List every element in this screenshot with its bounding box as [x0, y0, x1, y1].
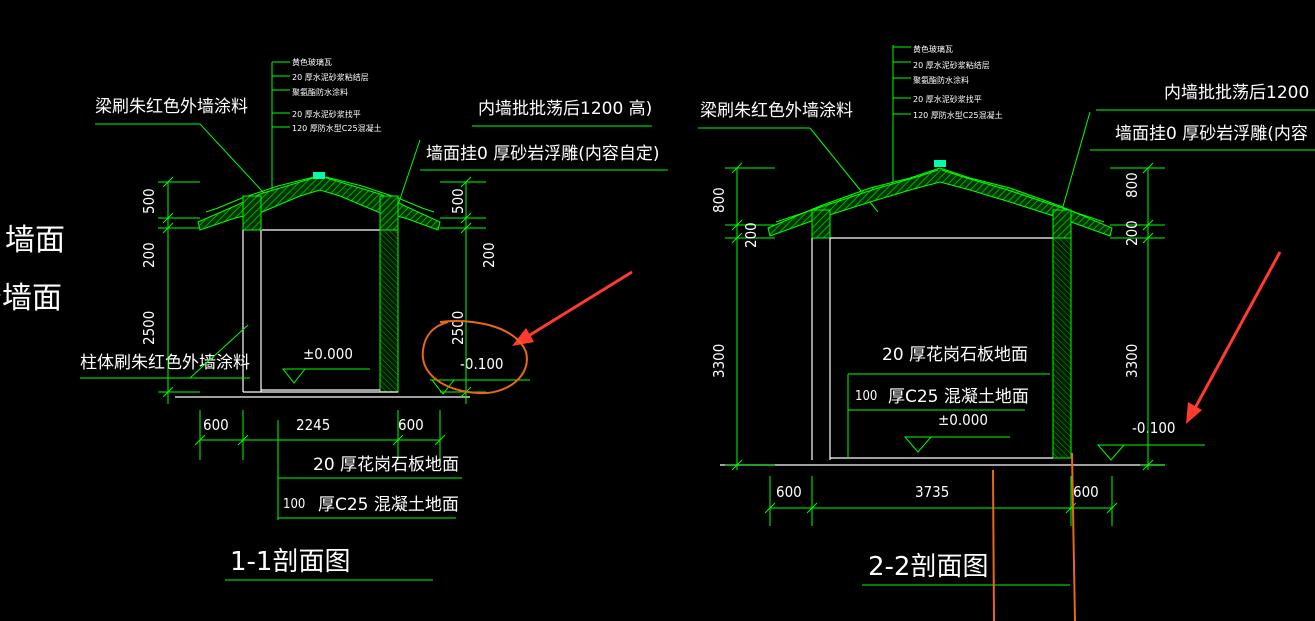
roof-layer-1-2: 聚氨酯防水涂料: [292, 87, 348, 97]
walls-2: [720, 237, 1165, 466]
dim-left-2-c: 3300: [710, 344, 728, 378]
dim-left-1-c: 2500: [140, 311, 158, 345]
red-arrow-1: [512, 270, 633, 346]
dim-right-2-c: 3300: [1123, 344, 1141, 378]
roof-layer-2-0: 黄色玻璃瓦: [913, 44, 953, 54]
roof-layer-list-1: 黄色玻璃瓦 20 厚水泥砂浆粘结层 聚氨酯防水涂料 20 厚水泥砂浆找平 120…: [272, 57, 382, 133]
roof-layer-2-3: 20 厚水泥砂浆找平: [913, 94, 982, 104]
roof-layer-2-2: 聚氨酯防水涂料: [913, 75, 969, 85]
dim-right-1-b: 200: [480, 242, 498, 268]
dims-right-2: 800 200 3300: [1110, 162, 1165, 471]
floor-finish-2a: 20 厚花岗石板地面: [882, 345, 1028, 365]
beam-label-1: 梁刷朱红色外墙涂料: [95, 97, 248, 117]
section-1-1: 黄色玻璃瓦 20 厚水泥砂浆粘结层 聚氨酯防水涂料 20 厚水泥砂浆找平 120…: [80, 57, 668, 581]
fragment-text-2: 景墙面: [0, 281, 62, 316]
roof-layer-2-1: 20 厚水泥砂浆粘结层: [913, 60, 990, 70]
wall-face-label-2: 墙面挂0 厚砂岩浮雕(内容: [1115, 124, 1308, 144]
roof-layer-1-3: 20 厚水泥砂浆找平: [292, 109, 361, 119]
floor-finish-2b-prefix: 100: [855, 389, 877, 404]
orange-line-1: [992, 469, 995, 621]
dim-bottom-1-b: 2245: [296, 416, 330, 434]
dims-bottom-1: 600 2245 600: [194, 410, 446, 460]
roof-1: [197, 172, 441, 231]
floor-level-1: ±0.000: [303, 345, 353, 363]
floor-finish-1b-prefix: 100: [283, 497, 305, 512]
dim-left-2-a: 800: [710, 187, 728, 213]
section-2-2: 黄色玻璃瓦 20 厚水泥砂浆粘结层 聚氨酯防水涂料 20 厚水泥砂浆找平 120…: [698, 44, 1315, 586]
dim-bottom-2-c: 600: [1073, 483, 1099, 501]
dim-right-2-a: 800: [1123, 172, 1141, 198]
dim-bottom-2-a: 600: [776, 483, 802, 501]
floor-finish-1b: 厚C25 混凝土地面: [318, 495, 459, 515]
dim-left-1-a: 500: [140, 188, 158, 214]
roof-2: [767, 160, 1113, 239]
markup-annotations: [421, 251, 1282, 621]
red-arrow-2: [1186, 251, 1282, 424]
dims-left-1: 500 200 2500: [140, 176, 200, 404]
floor-finish-2b: 厚C25 混凝土地面: [888, 387, 1029, 407]
roof-layer-list-2: 黄色玻璃瓦 20 厚水泥砂浆粘结层 聚氨酯防水涂料 20 厚水泥砂浆找平 120…: [893, 44, 1003, 120]
wall-face-label-1: 墙面挂0 厚砂岩浮雕(内容自定): [426, 144, 659, 164]
inner-wall-label-2: 内墙批批荡后1200 高: [1164, 83, 1315, 103]
dim-right-1-c: 2500: [449, 311, 467, 345]
dims-bottom-2: 600 3735 600: [764, 476, 1118, 526]
dims-right-1: 500 200 2500: [440, 176, 498, 404]
roof-layer-1-0: 黄色玻璃瓦: [292, 57, 332, 67]
dim-bottom-1-a: 600: [203, 416, 229, 434]
fragment-text-1: 墙面: [5, 223, 65, 258]
dim-bottom-2-b: 3735: [915, 483, 949, 501]
outside-level-2: -0.100: [1132, 419, 1176, 437]
dims-left-2: 800 200 3300: [710, 162, 775, 471]
roof-layer-1-4: 120 厚防水型C25混凝土: [292, 123, 382, 133]
dim-right-1-a: 500: [449, 188, 467, 214]
floor-finish-1a: 20 厚花岗石板地面: [313, 455, 459, 475]
dim-left-1-b: 200: [140, 242, 158, 268]
section-title-2: 2-2剖面图: [868, 552, 988, 582]
beam-label-2: 梁刷朱红色外墙涂料: [700, 101, 853, 121]
section-title-1: 1-1剖面图: [230, 547, 350, 577]
floor-level-2: ±0.000: [938, 411, 988, 429]
roof-layer-2-4: 120 厚防水型C25混凝土: [913, 110, 1003, 120]
roof-layer-1-1: 20 厚水泥砂浆粘结层: [292, 72, 369, 82]
orange-line-2: [1071, 452, 1076, 621]
orange-circle-markup: [421, 319, 528, 395]
outside-level-1: -0.100: [460, 355, 504, 373]
dim-bottom-1-c: 600: [398, 416, 424, 434]
inner-wall-label-1: 内墙批批荡后1200 高): [478, 99, 652, 119]
dim-right-2-b: 200: [1123, 220, 1141, 246]
walls-1: [175, 229, 470, 398]
dim-left-2-b: 200: [742, 222, 760, 248]
column-label-1: 柱体刷朱红色外墙涂料: [80, 353, 250, 373]
